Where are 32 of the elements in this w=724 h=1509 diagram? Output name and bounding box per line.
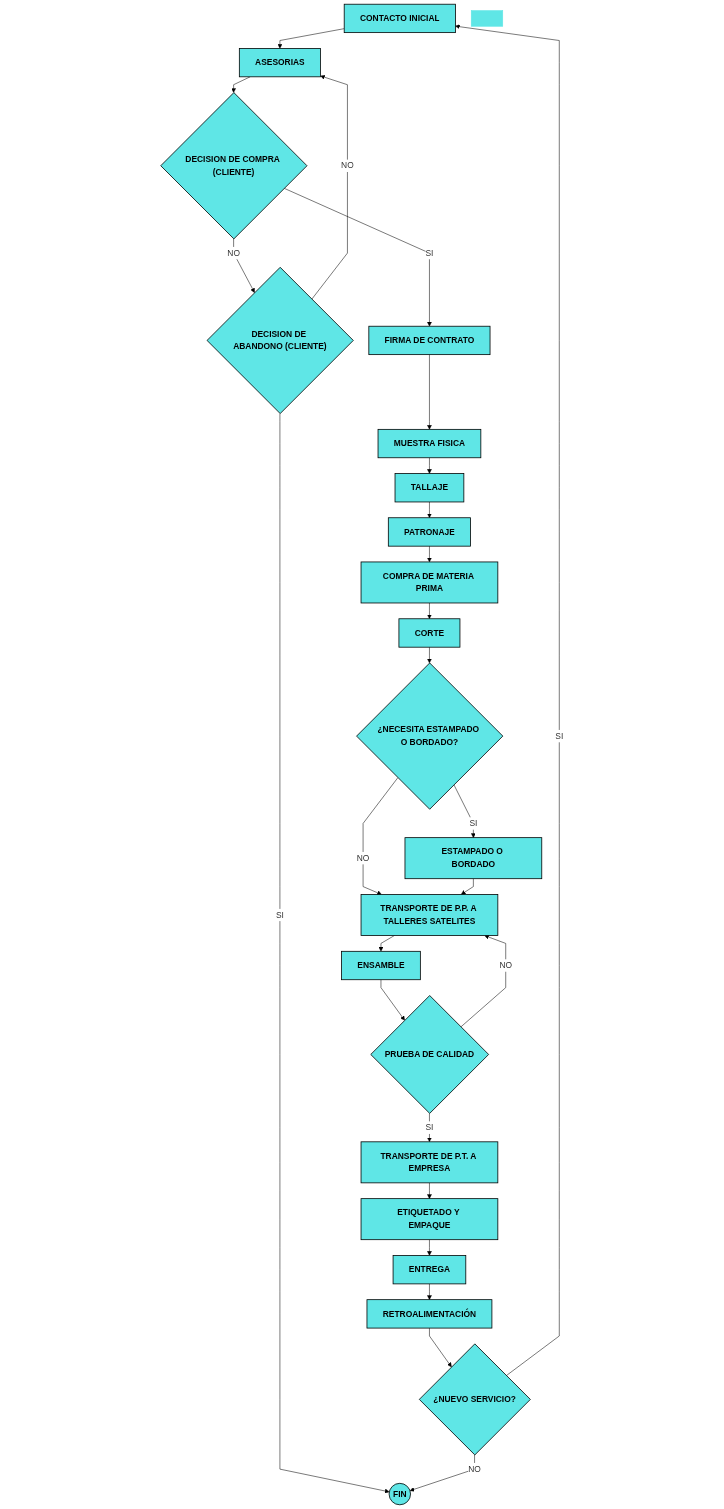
edge-label: NO (468, 1464, 481, 1474)
node-box: TALLAJE (394, 473, 465, 503)
node-box: MUESTRA FISICA (377, 428, 482, 459)
node-box: ETIQUETADO Y EMPAQUE (360, 1198, 499, 1241)
edge-label: SI (275, 910, 284, 920)
edge-label: NO (227, 248, 240, 258)
edge-label: SI (469, 818, 478, 828)
node-box: ESTAMPADO O BORDADO (404, 837, 543, 880)
node-box: CONTACTO INICIAL (343, 3, 456, 33)
edge-label: SI (425, 1122, 434, 1132)
node-box: TRANSPORTE DE P.T. A EMPRESA (360, 1141, 499, 1184)
edge-label: NO (499, 960, 513, 970)
edge-label: SI (555, 731, 564, 741)
node-box: ASESORIAS (238, 48, 321, 78)
node-diamond: ¿NUEVO SERVICIO? (418, 1343, 531, 1456)
node-circle: FIN (388, 1482, 411, 1506)
node-box: PATRONAJE (387, 517, 471, 547)
node-box: COMPRA DE MATERIA PRIMA (360, 561, 499, 604)
node-box (470, 10, 504, 27)
edge-label: SI (425, 248, 434, 258)
node-box: TRANSPORTE DE P.P. A TALLERES SATELITES (360, 894, 499, 936)
node-diamond: DECISION DE COMPRA (CLIENTE) (160, 92, 308, 240)
node-box: CORTE (398, 618, 461, 648)
edge-label: NO (341, 161, 354, 170)
node-box: FIRMA DE CONTRATO (368, 325, 491, 356)
edge-label: NO (356, 853, 370, 863)
node-diamond: PRUEBA DE CALIDAD (370, 995, 490, 1114)
node-diamond: ¿NECESITA ESTAMPADO O BORDADO? (356, 662, 504, 810)
node-box: ENTREGA (392, 1255, 467, 1285)
node-box: ENSAMBLE (341, 950, 421, 981)
node-diamond: DECISION DE ABANDONO (CLIENTE) (206, 266, 354, 414)
node-box: RETROALIMENTACIÓN (366, 1299, 493, 1329)
